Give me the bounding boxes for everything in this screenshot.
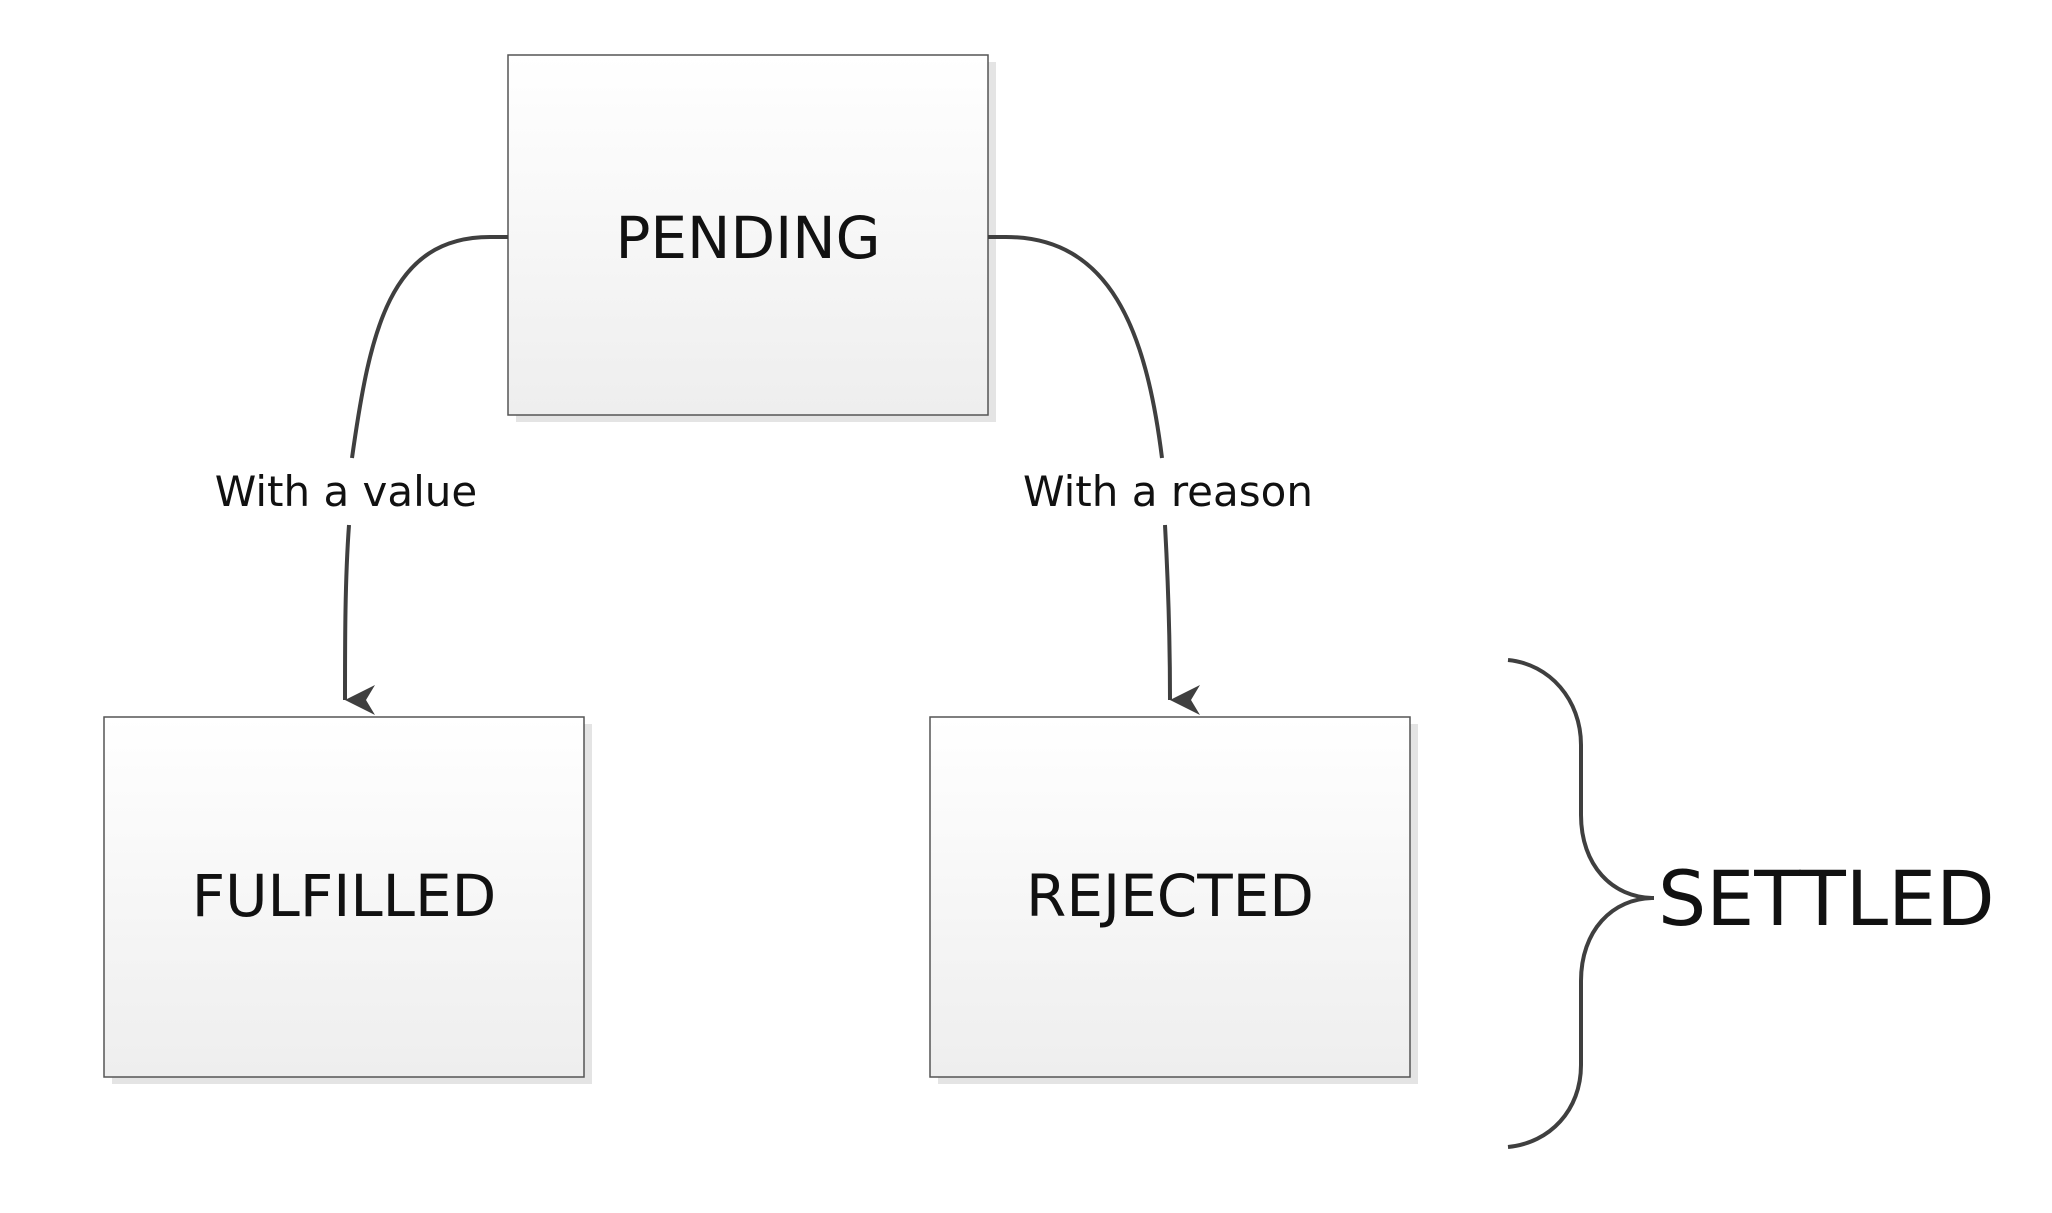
settled-label: SETTLED: [1658, 854, 1995, 943]
fulfilled-edge-label: With a value: [215, 467, 478, 516]
pending-box: [507, 54, 989, 416]
settled-group: SETTLED: [1507, 658, 1995, 1149]
settled-brace: [1507, 658, 1655, 1149]
rejected-label: REJECTED: [1026, 862, 1314, 930]
fulfilled-label: FULFILLED: [192, 862, 497, 930]
fulfilled-state: FULFILLED: [103, 716, 592, 1084]
rejected-edge-upper: [988, 235, 1164, 459]
rejected-edge-lower: [1163, 524, 1201, 715]
pending-label: PENDING: [615, 204, 880, 272]
fulfilled-edge-lower: [343, 524, 376, 716]
transition-to-fulfilled: With a value: [215, 235, 508, 716]
rejected-edge-label: With a reason: [1023, 467, 1313, 516]
fulfilled-box: [103, 716, 585, 1078]
rejected-state: REJECTED: [929, 716, 1418, 1084]
rejected-box: [929, 716, 1411, 1078]
pending-state: PENDING: [507, 54, 996, 422]
fulfilled-edge-upper: [350, 235, 508, 459]
transition-to-rejected: With a reason: [988, 235, 1313, 715]
